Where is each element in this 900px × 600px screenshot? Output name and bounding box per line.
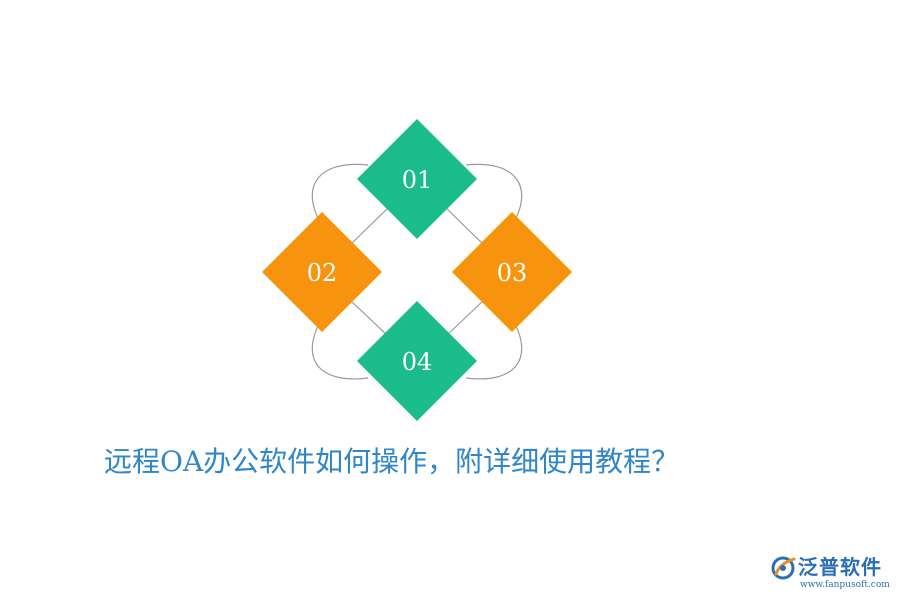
diamond-item-03: 03 [452,212,572,332]
inner-line-01-03 [445,207,485,246]
brand-logo: 泛普软件 www.fanpusoft.com [770,554,894,594]
diamond-label-01: 01 [402,166,433,194]
inner-line-03-04 [445,299,485,337]
diamond-shape-02 [262,212,382,332]
diamond-item-01: 01 [357,119,477,239]
inner-line-01-02 [349,207,389,246]
arc-03-04 [465,321,523,380]
diamond-item-02: 02 [262,212,382,332]
arc-01-02 [311,163,369,223]
arc-01-03 [465,163,523,223]
fanpu-logo-icon [771,556,796,580]
diamond-item-04: 04 [357,301,477,421]
diamond-label-02: 02 [307,259,338,287]
diamond-label-04: 04 [402,348,433,376]
connector-lines [311,163,523,380]
diamond-shape-01 [357,119,477,239]
diamond-label-03: 03 [497,259,528,287]
caption-title: 远程OA办公软件如何操作，附详细使用教程？ [104,445,680,478]
diamond-shape-03 [452,212,572,332]
arc-02-04 [311,321,369,380]
diamond-shape-04 [357,301,477,421]
inner-line-02-04 [349,299,389,337]
brand-name: 泛普软件 [798,555,882,579]
brand-url: www.fanpusoft.com [800,580,890,590]
